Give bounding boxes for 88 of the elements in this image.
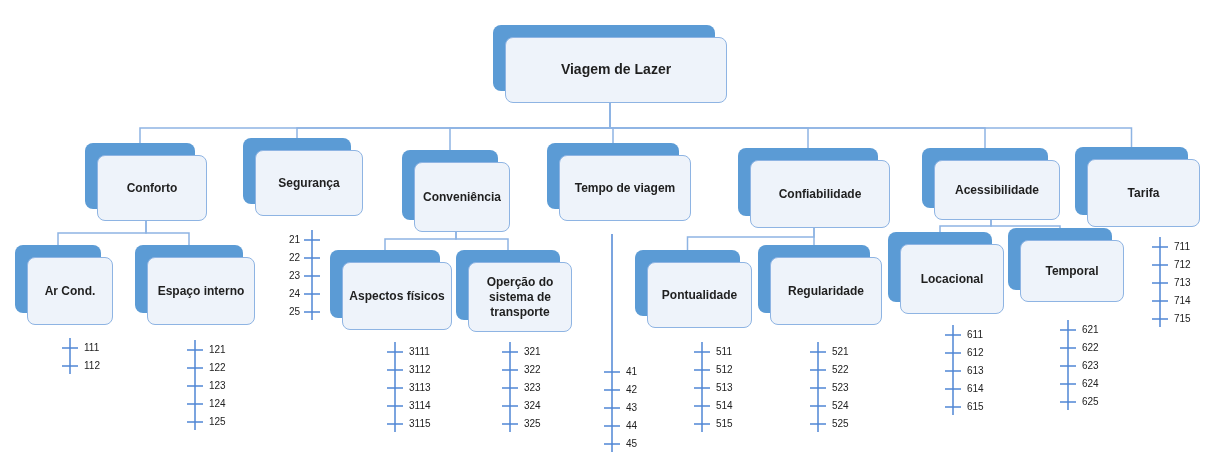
node-label: Tempo de viagem <box>574 180 676 196</box>
node-label: Acessibilidade <box>954 182 1039 198</box>
tick-label: 624 <box>1082 378 1099 390</box>
tick-label: 611 <box>967 329 983 341</box>
tick-label: 715 <box>1174 313 1191 325</box>
tick-label: 712 <box>1174 259 1191 271</box>
node-label: Ar Cond. <box>44 283 96 299</box>
tick-label: 615 <box>967 401 984 413</box>
tick-label: 3111 <box>409 346 430 358</box>
tick-label: 323 <box>524 382 541 394</box>
tick-label: 3114 <box>409 400 431 412</box>
category-box <box>456 250 572 332</box>
tick-label: 121 <box>209 344 226 356</box>
tick-label: 41 <box>626 366 638 378</box>
connector-line <box>990 219 1061 229</box>
tick-label: 514 <box>716 400 733 412</box>
node-label: Confiabilidade <box>778 186 862 202</box>
tick-label: 112 <box>84 360 100 372</box>
category-box <box>1075 147 1200 227</box>
tick-label: 614 <box>967 383 984 395</box>
tick-label: 324 <box>524 400 541 412</box>
tick-label: 3115 <box>409 418 431 430</box>
tick-label: 524 <box>832 400 849 412</box>
category-box <box>135 245 255 325</box>
node-label: Segurança <box>278 175 340 191</box>
tick-label: 24 <box>288 288 300 300</box>
tick-label: 714 <box>1174 295 1191 307</box>
node-label: Conveniência <box>423 189 501 205</box>
tick-label: 23 <box>288 270 300 282</box>
node-label: Conforto <box>126 180 178 196</box>
tick-label: 3112 <box>409 364 431 376</box>
category-box <box>888 232 1004 314</box>
tick-label: 42 <box>626 384 638 396</box>
category-box <box>635 250 752 328</box>
node-label: Pontualidade <box>661 287 738 303</box>
category-box <box>547 143 691 221</box>
tick-label: 523 <box>832 382 849 394</box>
connector-line <box>455 231 509 251</box>
tick-label: 3113 <box>409 382 431 394</box>
node-label: Viagem de Lazer <box>560 61 672 79</box>
tick-label: 44 <box>626 420 638 432</box>
tick-label: 122 <box>209 362 226 374</box>
category-box <box>738 148 890 228</box>
tick-label: 622 <box>1082 342 1099 354</box>
tick-label: 125 <box>209 416 226 428</box>
tick-label: 123 <box>209 380 226 392</box>
tick-label: 522 <box>832 364 849 376</box>
category-box <box>1008 228 1124 302</box>
tick-label: 711 <box>1174 241 1190 253</box>
node-label: Espaço interno <box>157 283 245 299</box>
category-box <box>922 148 1060 220</box>
node-label: Locacional <box>920 271 984 287</box>
node-label: Temporal <box>1045 263 1099 279</box>
tick-label: 322 <box>524 364 541 376</box>
tick-label: 713 <box>1174 277 1191 289</box>
tick-label: 511 <box>716 346 732 358</box>
connector-line <box>813 227 815 246</box>
tick-label: 111 <box>84 342 100 354</box>
tick-label: 515 <box>716 418 733 430</box>
node-label: Regularidade <box>788 283 864 299</box>
tick-label: 521 <box>832 346 849 358</box>
tick-label: 45 <box>626 438 638 450</box>
tick-label: 21 <box>288 234 300 246</box>
node-label: Aspectos físicos <box>349 288 445 304</box>
category-box <box>85 143 207 221</box>
connector-line <box>145 220 190 246</box>
category-box <box>493 25 727 103</box>
node-label: Tarifa <box>1127 185 1160 201</box>
tick-label: 43 <box>626 402 638 414</box>
tick-label: 623 <box>1082 360 1099 372</box>
tick-label: 512 <box>716 364 733 376</box>
category-box <box>330 250 452 330</box>
tick-label: 124 <box>209 398 226 410</box>
tick-label: 612 <box>967 347 984 359</box>
category-box <box>15 245 113 325</box>
tick-label: 525 <box>832 418 849 430</box>
tick-label: 625 <box>1082 396 1099 408</box>
node-label: Operção do sistema de transporte <box>485 274 555 320</box>
tick-label: 513 <box>716 382 733 394</box>
tick-label: 22 <box>288 252 300 264</box>
tick-label: 321 <box>524 346 541 358</box>
tick-label: 621 <box>1082 324 1099 336</box>
category-box <box>243 138 363 216</box>
tick-label: 25 <box>288 306 300 318</box>
category-box <box>402 150 510 232</box>
category-box <box>758 245 882 325</box>
tick-label: 613 <box>967 365 984 377</box>
tick-label: 325 <box>524 418 541 430</box>
